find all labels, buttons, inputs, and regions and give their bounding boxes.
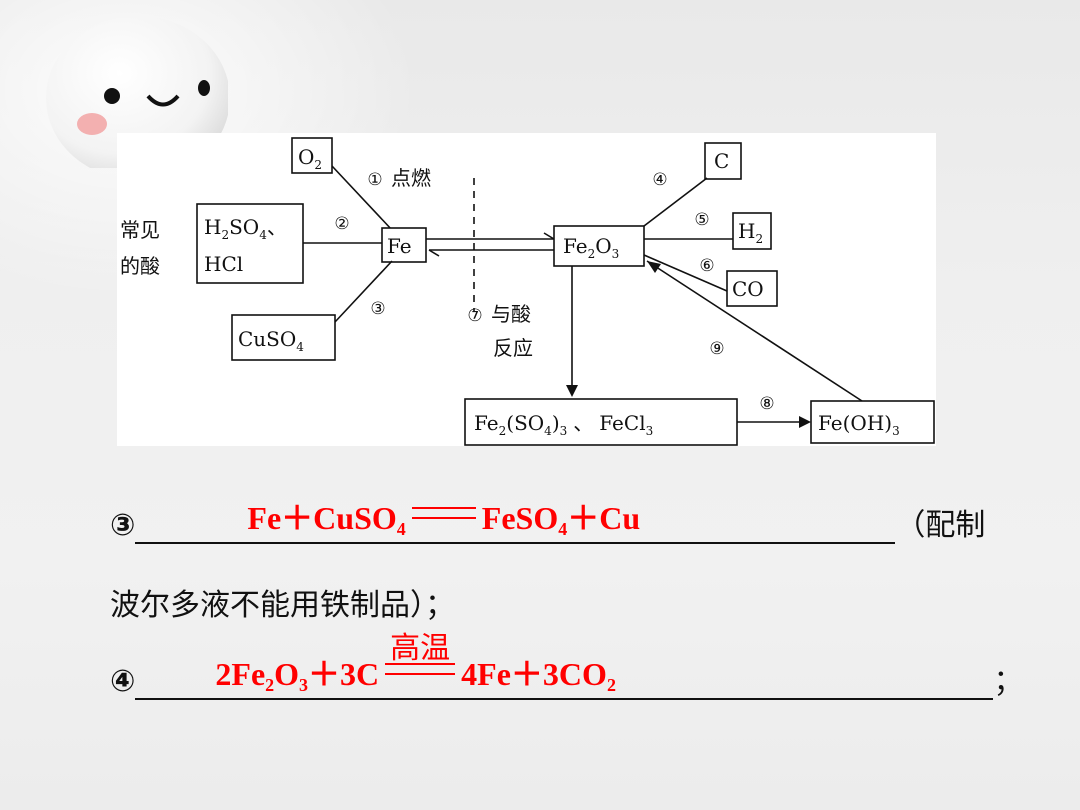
- step9-number: ⑨: [709, 339, 724, 359]
- salts-label: Fe2(SO4)3、FeCl3: [474, 411, 653, 438]
- co-box: [726, 270, 778, 307]
- step1-number: ①: [367, 170, 382, 190]
- step4-number: ④: [652, 170, 667, 190]
- feoh3-label: Fe(OH)3: [818, 411, 900, 438]
- step2-number: ②: [334, 214, 349, 234]
- q3-number: ③: [110, 508, 136, 543]
- mascot-doll-image: [46, 18, 228, 168]
- ignite-label: 点燃: [391, 166, 431, 190]
- fe-label: Fe: [387, 234, 412, 258]
- acids-hcl: HCl: [204, 252, 243, 276]
- mascot-cheek: [77, 113, 107, 135]
- o2-label: O2: [298, 145, 322, 172]
- q3-tail: （配制: [895, 508, 986, 543]
- cuso4-label: CuSO4: [238, 327, 304, 354]
- cuso4-line: [334, 260, 393, 323]
- acid-react-line1: 与酸: [491, 302, 531, 326]
- o2-line: [331, 165, 393, 231]
- step6-number: ⑥: [699, 256, 714, 276]
- mascot-eye-right: [198, 80, 210, 96]
- equals-double-line: 高温: [385, 631, 456, 675]
- arrow-9: [646, 260, 863, 402]
- q4-number: ④: [110, 664, 136, 699]
- c-box: [704, 142, 742, 180]
- acid-react-line2: 反应: [493, 336, 533, 360]
- co-label: CO: [732, 277, 764, 301]
- acids-label-line2: 的酸: [120, 254, 160, 278]
- q4-tail: ；: [993, 664, 1024, 699]
- salts-box: [464, 398, 738, 446]
- feoh3-box: [810, 400, 935, 444]
- q4-condition: 高温: [390, 631, 451, 666]
- mascot-eye-left: [104, 88, 120, 104]
- cuso4-box: [231, 314, 336, 361]
- step5-number: ⑤: [694, 210, 709, 230]
- h2-label: H2: [738, 219, 763, 246]
- fe-box: [381, 227, 427, 263]
- h2-box: [732, 212, 772, 250]
- c-label: C: [714, 149, 729, 173]
- o2-box: [291, 137, 333, 174]
- fe2o3-label: Fe2O3: [563, 234, 619, 261]
- equals-double-line: [411, 507, 476, 519]
- step8-number: ⑧: [759, 394, 774, 414]
- q3-line2: 波尔多液不能用铁制品）；: [110, 588, 455, 623]
- fe2o3-box: [553, 225, 645, 267]
- acids-h2so4: H2SO4、: [204, 215, 287, 242]
- acids-label-line1: 常见: [120, 218, 160, 242]
- step3-number: ③: [370, 299, 385, 319]
- c-line: [643, 177, 708, 227]
- step7-number: ⑦: [467, 306, 482, 326]
- co-line: [643, 254, 728, 292]
- iron-reaction-diagram: O2 ① 点燃 常见 的酸 H2SO4、 HCl ② Fe CuSO4 ③ Fe…: [117, 133, 936, 446]
- mascot-mouth: [146, 94, 180, 107]
